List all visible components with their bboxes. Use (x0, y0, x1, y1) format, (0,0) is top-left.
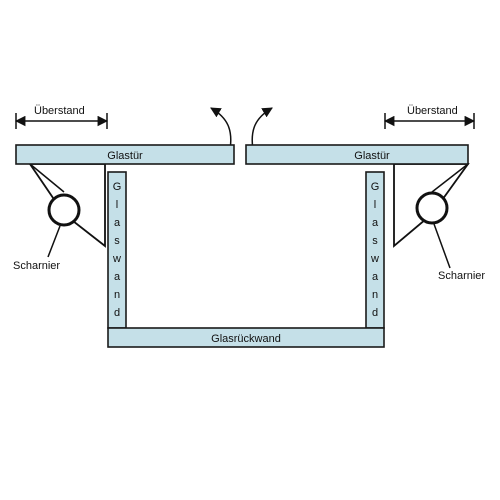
ueberstand-label-right: Überstand (407, 105, 458, 117)
glaswand-right-char: n (372, 289, 378, 301)
door-open-arrow-left (210, 107, 232, 151)
hinge-circle-left (47, 193, 81, 227)
glaswand-label-right: G l a s w a n d (370, 181, 379, 319)
glaswand-right-char: s (372, 235, 378, 247)
glaswand-left-char: n (114, 289, 120, 301)
scharnier-leader-left (47, 225, 61, 258)
glaswand-right-char: a (372, 271, 379, 283)
glaswand-left-char: w (112, 253, 121, 265)
glaswand-left-char: G (113, 181, 122, 193)
bracket-edge-right (431, 163, 469, 193)
glaswand-left-char: d (114, 307, 120, 319)
bracket-edge-left (29, 163, 65, 193)
glastuer-label-left: Glastür (107, 150, 143, 162)
glaswand-right-char: w (370, 253, 379, 265)
glaswand-right-char: l (374, 199, 376, 211)
scharnier-leader-right (433, 223, 451, 269)
glaswand-right-char: G (371, 181, 380, 193)
glaswand-label-left: G l a s w a n d (112, 181, 121, 319)
scharnier-label-right: Scharnier (438, 270, 485, 282)
glaswand-right-char: a (372, 217, 379, 229)
glaswand-left-char: a (114, 217, 121, 229)
glaswand-left-char: l (116, 199, 118, 211)
glaswand-left (107, 171, 127, 329)
glasrueckwand-label: Glasrückwand (211, 333, 281, 345)
glaswand-left-char: s (114, 235, 120, 247)
ueberstand-dimension-left: Überstand (14, 105, 109, 129)
ueberstand-label-left: Überstand (34, 105, 85, 117)
glastuer-label-right: Glastür (354, 150, 390, 162)
ueberstand-dimension-right: Überstand (383, 105, 476, 129)
glastuer-left (15, 144, 235, 165)
glaswand-right (365, 171, 385, 329)
door-open-arrow-right (251, 107, 273, 151)
glasrueckwand (107, 327, 385, 348)
glastuer-right (245, 144, 469, 165)
hinge-circle-right (415, 191, 449, 225)
scharnier-label-left: Scharnier (13, 260, 60, 272)
glaswand-right-char: d (372, 307, 378, 319)
glaswand-left-char: a (114, 271, 121, 283)
